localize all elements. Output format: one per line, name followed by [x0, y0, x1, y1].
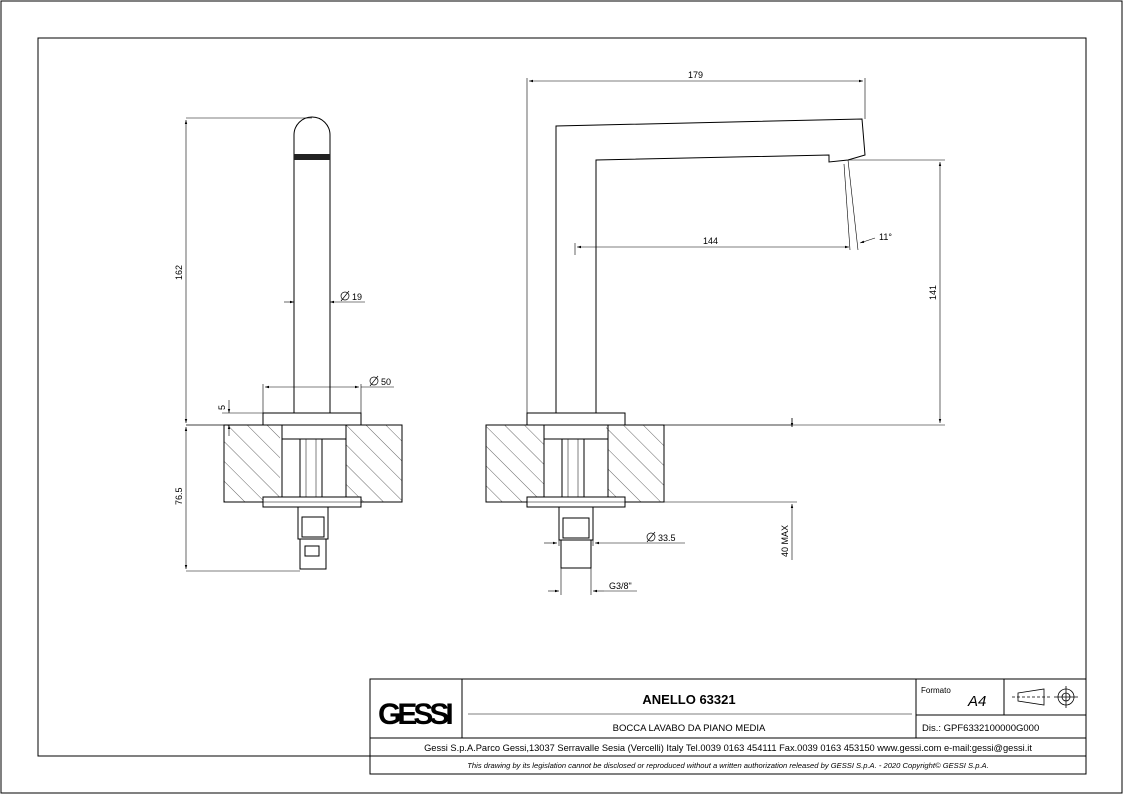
product-title: ANELLO 63321	[642, 692, 735, 707]
dim-shank-diameter: 33.5	[646, 531, 676, 543]
dim-base-diameter: 50	[369, 375, 391, 387]
dim-base-diameter-text: 50	[381, 377, 391, 387]
dim-max-counter: 40 MAX	[780, 525, 790, 557]
inner-border	[37, 37, 1087, 757]
dim-height-total: 162	[174, 265, 184, 280]
format-label: Formato	[921, 686, 951, 695]
format-value: A4	[967, 693, 986, 710]
dim-shank-diameter-text: 33.5	[658, 533, 676, 543]
projection-symbol-icon	[1012, 686, 1078, 708]
dim-base-thickness: 5	[217, 405, 227, 410]
dim-spout-diameter: 19	[340, 290, 362, 302]
dim-below-counter: 76.5	[174, 487, 184, 505]
dim-spout-diameter-text: 19	[352, 292, 362, 302]
dim-spout-height: 141	[928, 285, 938, 300]
company-info: Gessi S.p.A.Parco Gessi,13037 Serravalle…	[424, 743, 1032, 753]
side-view	[485, 118, 866, 569]
dim-reach: 144	[703, 236, 718, 246]
front-view-dimensions	[184, 117, 394, 572]
side-view-dimensions	[526, 78, 945, 595]
front-view	[186, 116, 403, 570]
title-block	[369, 678, 1087, 775]
legal-notice: This drawing by its legislation cannot b…	[467, 761, 988, 770]
dim-angle: 11°	[879, 232, 892, 242]
drawing-number: Dis.: GPF6332100000G000	[922, 723, 1039, 734]
company-logo: GESSI	[378, 698, 452, 731]
dim-overall-length: 179	[688, 70, 703, 80]
dim-connection: G3/8"	[609, 581, 632, 591]
product-description: BOCCA LAVABO DA PIANO MEDIA	[613, 723, 766, 734]
